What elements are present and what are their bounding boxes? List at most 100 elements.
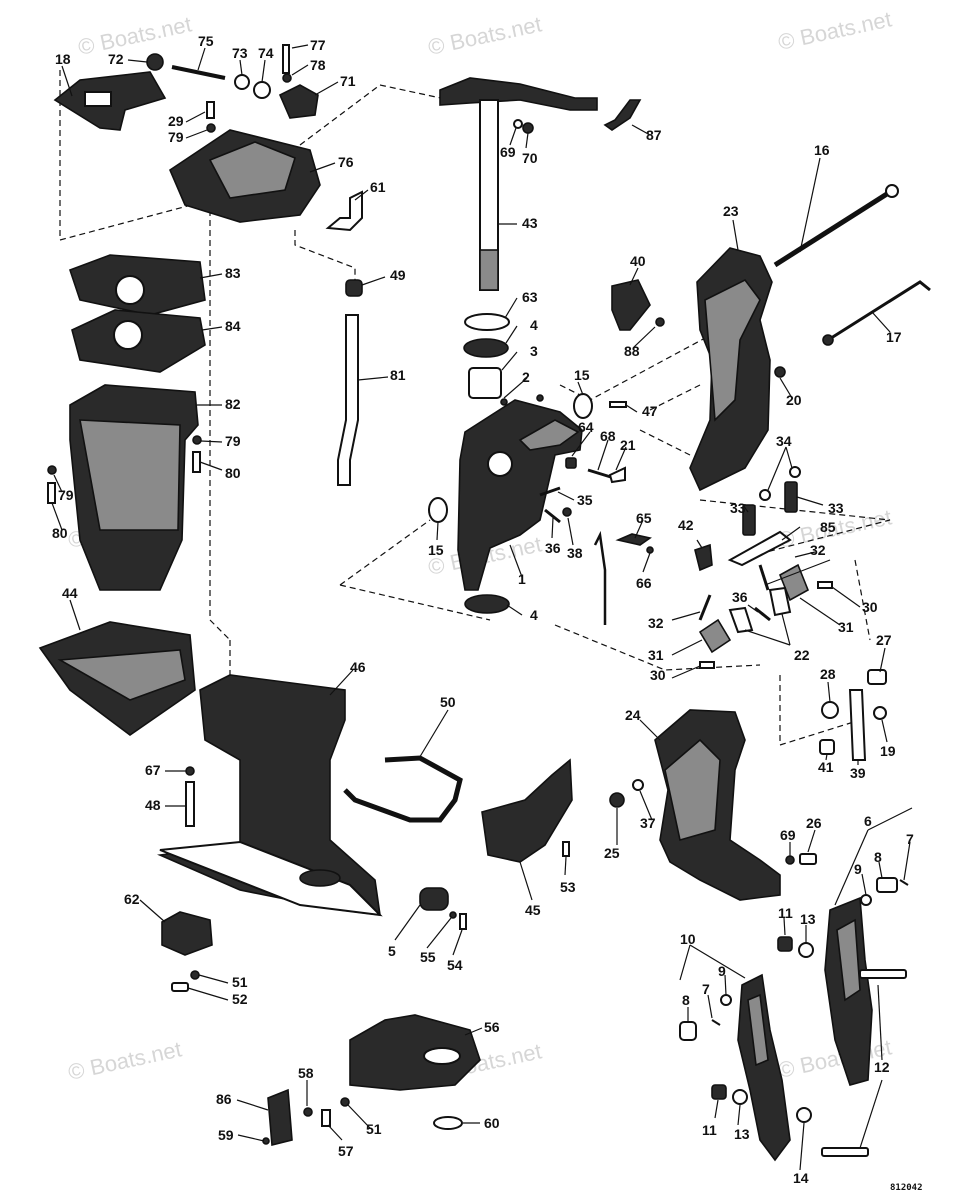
callout-66: 66: [636, 575, 652, 591]
screw-53: [562, 841, 570, 857]
screw-8b: [679, 1021, 697, 1041]
callout-80: 80: [52, 525, 68, 541]
pin-36a: [544, 508, 561, 524]
callout-80: 80: [225, 465, 241, 481]
callout-35: 35: [577, 492, 593, 508]
callout-17: 17: [886, 329, 902, 345]
callout-69: 69: [500, 144, 516, 160]
washer-79c: [47, 465, 57, 475]
splines-43: [479, 249, 499, 291]
callout-62: 62: [124, 891, 140, 907]
watermark: © Boats.net: [76, 11, 194, 59]
callout-74: 74: [258, 45, 274, 61]
callout-42: 42: [678, 517, 694, 533]
pin-7a: [899, 879, 909, 886]
bolt-80a: [192, 451, 201, 473]
tilt-tube-16-head: [885, 184, 899, 198]
callout-58: 58: [298, 1065, 314, 1081]
water-tube-81: [337, 314, 359, 486]
callout-1: 1: [518, 571, 526, 587]
callout-84: 84: [225, 318, 241, 334]
pin-7b: [711, 1019, 721, 1026]
gasket-83-hole: [115, 275, 145, 305]
callout-37: 37: [640, 815, 656, 831]
washer-37: [632, 779, 644, 791]
callout-25: 25: [604, 845, 620, 861]
callout-21: 21: [620, 437, 636, 453]
pin-32a: [698, 594, 712, 621]
callout-19: 19: [880, 743, 896, 759]
washer-63: [464, 313, 510, 331]
callout-86: 86: [216, 1091, 232, 1107]
bolt-12a: [859, 969, 907, 979]
washer-13a: [798, 942, 814, 958]
knob-42: [694, 543, 713, 572]
washer-69b: [785, 855, 795, 865]
pin-32b: [758, 564, 770, 591]
callout-64: 64: [578, 419, 594, 435]
callout-71: 71: [340, 73, 356, 89]
nut-70: [522, 122, 534, 134]
washer-28: [821, 701, 839, 719]
mount-bracket-62: [161, 911, 213, 956]
callout-59: 59: [218, 1127, 234, 1143]
callout-60: 60: [484, 1115, 500, 1131]
bolt-77: [282, 44, 290, 74]
callout-67: 67: [145, 762, 161, 778]
clamp-10-face: [747, 993, 769, 1067]
bracket-85: [727, 530, 792, 567]
callout-81: 81: [390, 367, 406, 383]
tilt-rod-17-end: [822, 334, 834, 346]
callout-12: 12: [874, 1059, 890, 1075]
exhaust-housing-82-face: [79, 419, 181, 531]
callout-18: 18: [55, 51, 71, 67]
callout-73: 73: [232, 45, 248, 61]
gearcase-56: [349, 1014, 481, 1091]
callout-33: 33: [828, 500, 844, 516]
callout-34: 34: [776, 433, 792, 449]
bushing-72: [146, 53, 164, 71]
plate-84-hole: [113, 320, 143, 350]
callout-57: 57: [338, 1143, 354, 1159]
callout-85: 85: [820, 519, 836, 535]
bolt-29: [206, 101, 215, 119]
callout-31: 31: [648, 647, 664, 663]
seal-strip-50: [343, 755, 463, 823]
lower-cover-45: [481, 758, 573, 863]
nut-38: [562, 507, 572, 517]
callout-11: 11: [778, 905, 793, 921]
bushing-4b: [464, 594, 510, 614]
sleeve-3: [468, 367, 502, 399]
callout-20: 20: [786, 392, 802, 408]
pin-30a: [699, 661, 715, 669]
watermark: © Boats.net: [776, 6, 894, 54]
screw-58: [303, 1107, 313, 1117]
callout-13: 13: [734, 1126, 750, 1142]
washer-19: [873, 706, 887, 720]
nut-25: [609, 792, 625, 808]
callout-24: 24: [625, 707, 641, 723]
bolt-41: [819, 739, 835, 755]
callout-30: 30: [650, 667, 666, 683]
callout-26: 26: [806, 815, 822, 831]
callout-82: 82: [225, 396, 241, 412]
pin-36b: [754, 606, 771, 622]
callout-33: 33: [730, 500, 746, 516]
washer-9b: [720, 994, 732, 1006]
nut-11a: [777, 936, 793, 952]
callout-77: 77: [310, 37, 326, 53]
callout-14: 14: [793, 1170, 809, 1186]
washer-15a: [573, 393, 593, 419]
figure-code: 812042: [890, 1183, 923, 1193]
callout-4: 4: [530, 607, 538, 623]
callout-36: 36: [732, 589, 748, 605]
screw-2a: [500, 398, 508, 406]
callout-13: 13: [800, 911, 816, 927]
bolt-75: [171, 65, 226, 80]
link-39: [848, 689, 867, 761]
callout-2: 2: [522, 369, 530, 385]
pin-64: [565, 457, 577, 469]
swivel-bracket-1-arm: [518, 419, 580, 451]
